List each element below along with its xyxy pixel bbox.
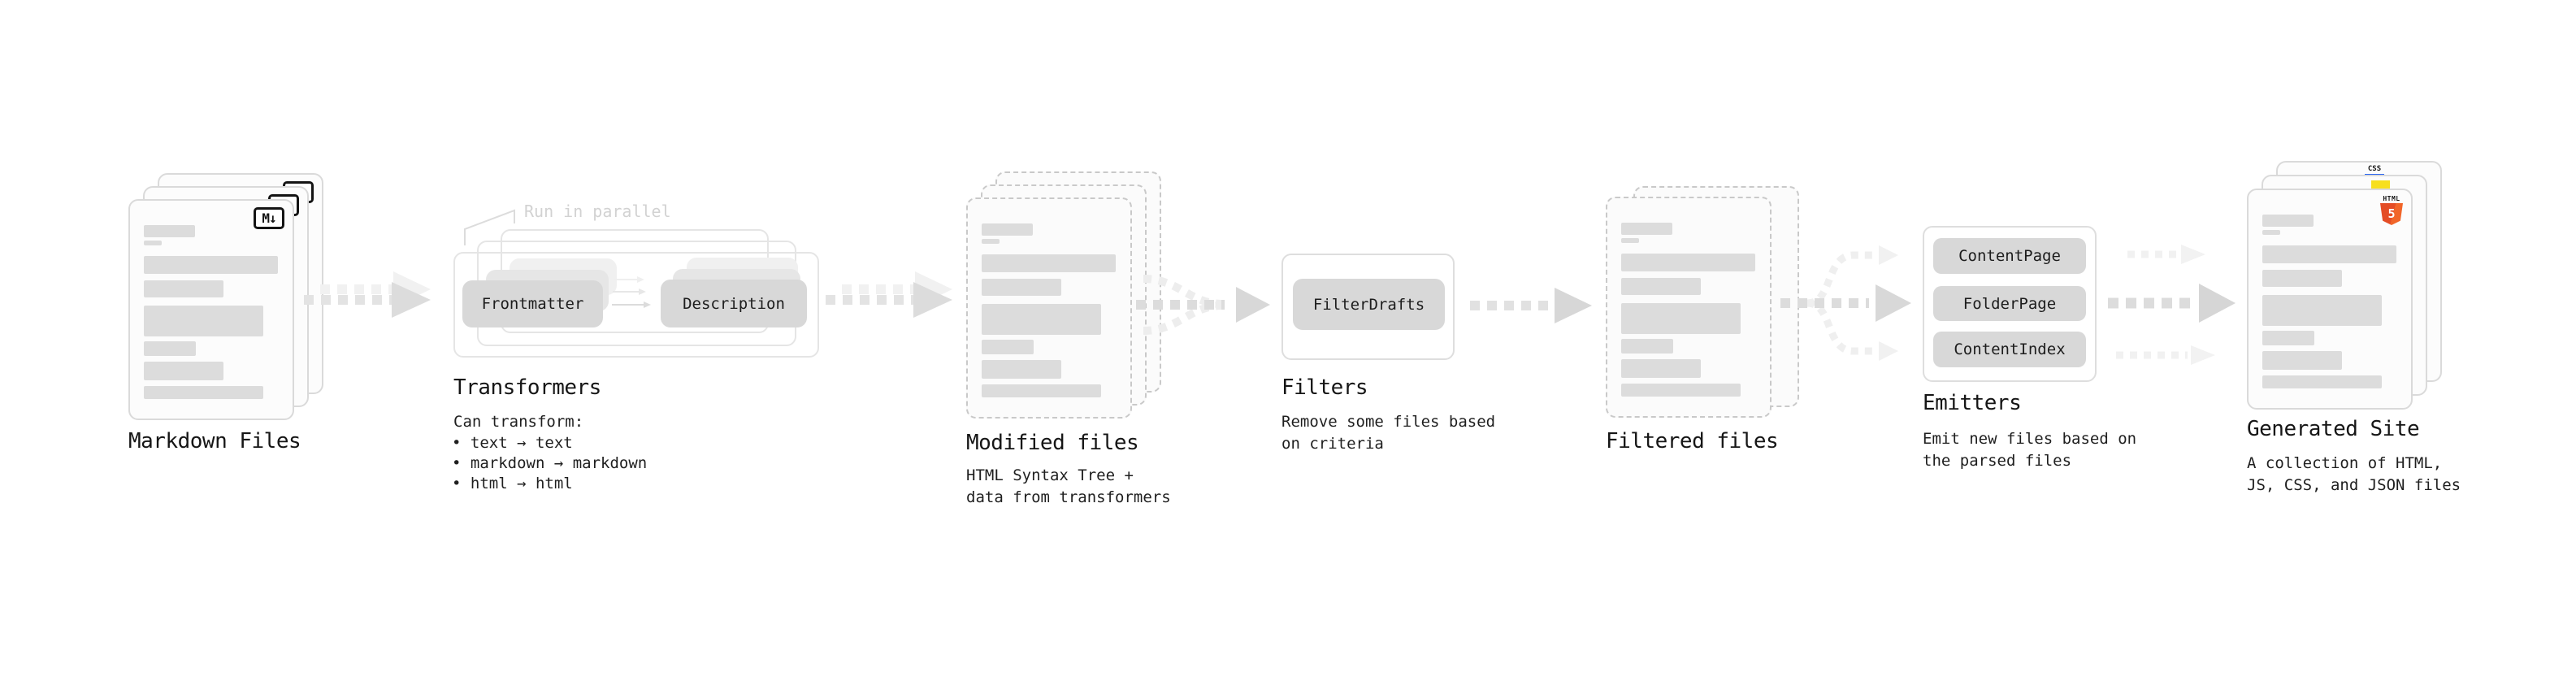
contentindex-box: ContentIndex (1933, 332, 2086, 367)
placeholder-bar (144, 256, 278, 274)
emitters-title: Emitters (1923, 391, 2022, 415)
placeholder-bar (144, 362, 223, 380)
html5-word: HTML (2383, 195, 2400, 202)
modified-files-subtitle-1: HTML Syntax Tree + (966, 466, 1134, 484)
placeholder-bar (982, 384, 1101, 397)
contentpage-box: ContentPage (1933, 238, 2086, 274)
arrow-transformers-to-modified (826, 271, 952, 318)
placeholder-bar (1621, 278, 1701, 295)
transform-bullet: html → html (452, 474, 647, 494)
arrow-markdown-to-transformers (304, 271, 431, 318)
placeholder-bar (982, 304, 1101, 335)
placeholder-bar (2262, 230, 2280, 235)
emitters-subtitle-1: Emit new files based on (1923, 430, 2137, 448)
html5-icon: HTML 5 (2379, 195, 2405, 225)
placeholder-bar (982, 279, 1061, 296)
placeholder-bar (1621, 339, 1673, 354)
arrow-filters-to-filtered (1470, 288, 1592, 323)
placeholder-bar (144, 225, 195, 237)
placeholder-bar (1621, 254, 1755, 271)
transformer-step-arrows (612, 276, 651, 308)
markdown-file-card-front: M↓ (128, 199, 294, 420)
placeholder-bar (982, 239, 1000, 244)
transformers-title: Transformers (453, 375, 601, 400)
placeholder-bar (144, 341, 196, 356)
placeholder-bar (144, 280, 223, 297)
placeholder-bar (982, 254, 1116, 272)
placeholder-bar (2262, 295, 2382, 326)
placeholder-bar (1621, 223, 1672, 235)
placeholder-bar (2262, 375, 2382, 388)
markdown-files-title: Markdown Files (128, 429, 301, 453)
generated-site-title: Generated Site (2247, 417, 2420, 441)
arrow-emitters-to-generated (2108, 245, 2236, 365)
folderpage-box: FolderPage (1933, 286, 2086, 321)
filters-subtitle-2: on criteria (1281, 435, 1384, 453)
placeholder-bar (982, 360, 1061, 379)
filtered-file-card-front (1606, 197, 1772, 418)
js-badge (2371, 180, 2390, 189)
placeholder-bar (2262, 245, 2396, 263)
placeholder-bar (982, 223, 1033, 236)
css-label: CSS (2367, 165, 2382, 173)
generated-file-card-front: HTML 5 (2247, 189, 2413, 410)
placeholder-bar (1621, 384, 1741, 397)
filters-subtitle-1: Remove some files based (1281, 413, 1496, 431)
filtered-files-title: Filtered files (1606, 429, 1779, 453)
run-in-parallel-note: Run in parallel (524, 202, 671, 221)
filters-container (1281, 254, 1455, 360)
modified-files-title: Modified files (966, 431, 1139, 455)
placeholder-bar (2262, 270, 2342, 287)
transformer-container-front (453, 252, 819, 358)
placeholder-bar (982, 340, 1034, 354)
placeholder-bar (1621, 359, 1701, 378)
html5-shield: 5 (2380, 203, 2403, 225)
emitters-container (1923, 226, 2097, 382)
placeholder-bar (2262, 351, 2342, 370)
generated-site-subtitle-2: JS, CSS, and JSON files (2247, 476, 2461, 494)
filterdrafts-box: FilterDrafts (1293, 279, 1445, 330)
parallel-leader-line (464, 209, 515, 245)
arrow-modified-to-filters (1136, 275, 1270, 335)
emitters-subtitle-2: the parsed files (1923, 452, 2072, 470)
placeholder-bar (144, 241, 162, 245)
transformers-bullet-list: text → text markdown → markdown html → h… (452, 433, 647, 494)
modified-files-subtitle-2: data from transformers (966, 488, 1171, 506)
transformers-caption: Can transform: (453, 413, 584, 431)
frontmatter-box: Frontmatter (462, 280, 603, 327)
transform-bullet: text → text (452, 433, 647, 453)
modified-file-card-front (966, 197, 1132, 419)
placeholder-bar (2262, 215, 2314, 227)
transform-bullet: markdown → markdown (452, 453, 647, 474)
placeholder-bar (144, 386, 263, 399)
generated-site-subtitle-1: A collection of HTML, (2247, 454, 2443, 472)
arrow-filtered-to-emitters (1780, 245, 1911, 361)
placeholder-bar (1621, 238, 1639, 243)
markdown-icon: M↓ (254, 207, 284, 229)
placeholder-bar (144, 306, 263, 336)
filters-title: Filters (1281, 375, 1368, 400)
placeholder-bar (1621, 303, 1741, 334)
description-box: Description (661, 280, 807, 327)
placeholder-bar (2262, 331, 2314, 345)
